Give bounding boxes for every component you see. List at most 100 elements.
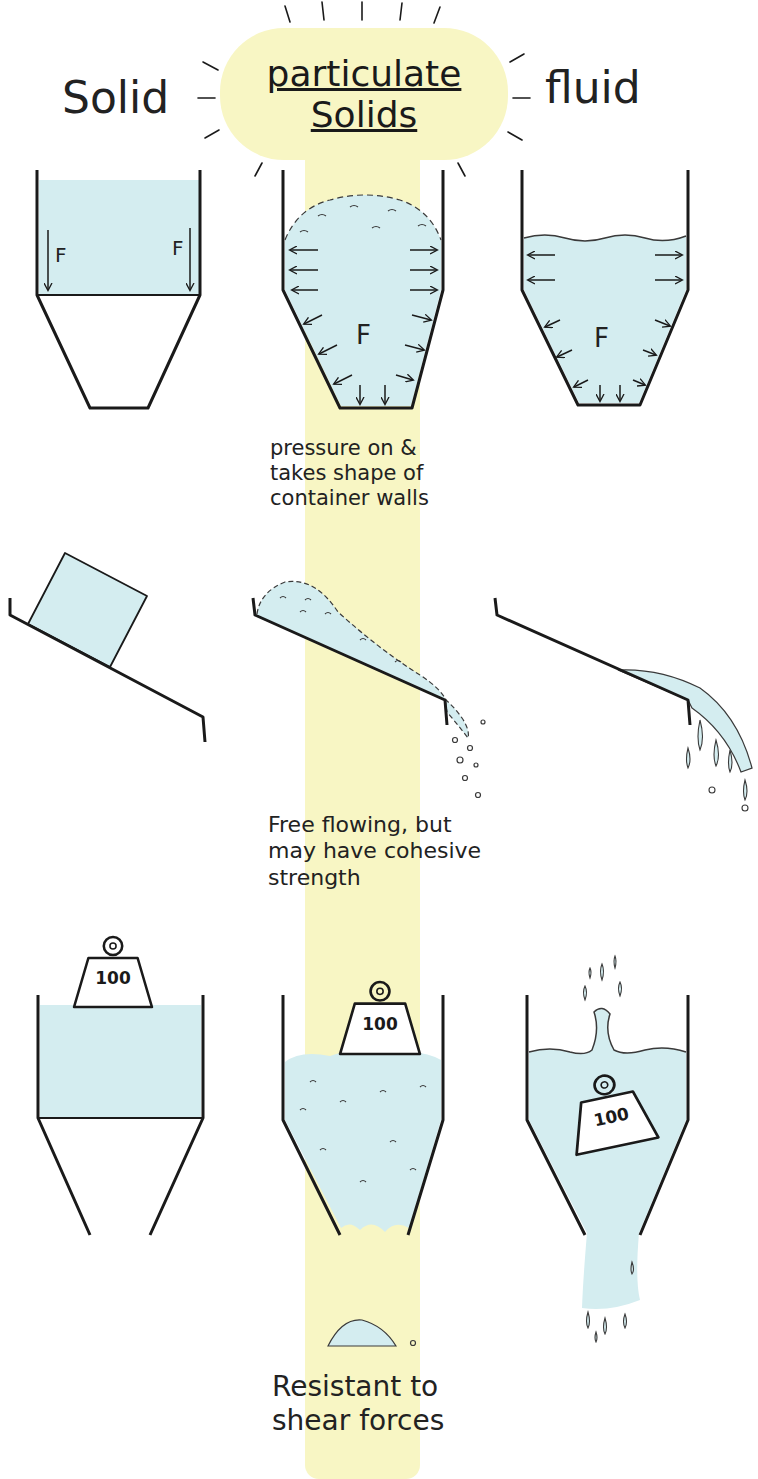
force-arrow [47, 230, 49, 290]
weight-value: 100 [338, 1016, 422, 1033]
powder-speckles [300, 206, 426, 233]
solid-block-hopper [39, 180, 199, 295]
weight-ring [377, 988, 383, 994]
heading-highlight: particulate Solids [220, 28, 508, 160]
force-label: F [55, 243, 67, 267]
property-note: Free flowing, but may have cohesive stre… [268, 812, 493, 891]
property-note: pressure on & takes shape of container w… [270, 436, 475, 512]
column-heading: fluid [545, 62, 641, 115]
force-arrow [48, 228, 190, 290]
pressure-arrow [574, 380, 588, 387]
weight-icon: 100 [338, 979, 422, 1057]
pressure-arrow [410, 249, 437, 251]
weight-icon: 100 [559, 1064, 661, 1159]
powder-on-slope [253, 598, 447, 725]
pressure-arrow [304, 315, 322, 324]
powder-on-slope [468, 746, 473, 751]
pressure-arrow [384, 385, 386, 404]
solid-block-hopper [37, 294, 200, 296]
powder-speckles [318, 215, 326, 217]
highlight-rays [198, 2, 530, 176]
pressure-arrow [528, 255, 682, 401]
force-label: F [594, 323, 609, 354]
pressure-arrow [290, 250, 437, 404]
fluid-hopper [522, 170, 688, 405]
powder-hopper [328, 1320, 396, 1346]
highlight-rays [508, 132, 522, 140]
highlight-rays [458, 163, 465, 176]
column-heading: Solid [62, 72, 169, 125]
fluid-hopper [527, 956, 688, 1342]
pressure-arrow [410, 269, 437, 271]
weight-value: 100 [72, 970, 154, 987]
pressure-arrow [410, 289, 437, 291]
powder-on-slope [280, 597, 401, 663]
pressure-arrow [528, 254, 555, 256]
pressure-arrow [359, 385, 361, 404]
powder-on-slope [457, 757, 463, 763]
highlight-rays [285, 6, 290, 22]
highlight-rays [434, 7, 440, 23]
powder-on-slope [253, 581, 485, 797]
powder-on-slope [453, 738, 458, 743]
highlight-rays [203, 62, 218, 70]
highlight-rays [255, 163, 262, 176]
powder-speckles [350, 206, 358, 208]
solid-block-hopper [38, 995, 203, 1235]
column-heading: particulate Solids [249, 53, 479, 136]
pressure-arrow [655, 279, 682, 281]
powder-speckles [300, 231, 308, 233]
pressure-arrow [405, 345, 424, 350]
pressure-arrow [528, 279, 555, 281]
highlight-rays [322, 2, 324, 20]
fluid-hopper [529, 1008, 686, 1309]
pressure-arrow [412, 315, 431, 320]
property-note: Resistant to shear forces [272, 1370, 462, 1437]
force-label: F [356, 320, 371, 351]
force-arrow [189, 228, 191, 290]
pressure-arrow [292, 289, 318, 291]
powder-speckles [418, 225, 426, 227]
weight-icon: 100 [72, 934, 154, 1010]
pressure-arrow [655, 254, 682, 256]
fluid-hopper [522, 170, 688, 405]
powder-hopper [283, 995, 443, 1346]
weight-ring [104, 937, 122, 955]
solid-block-hopper [40, 1005, 201, 1118]
weight-ring [371, 982, 390, 1000]
powder-on-slope [476, 793, 481, 798]
pressure-arrow [334, 375, 352, 384]
solid-block-hopper [37, 170, 200, 408]
pressure-arrow [545, 320, 560, 327]
solid-block-hopper [37, 170, 200, 408]
powder-on-slope [463, 776, 468, 781]
pressure-arrow [557, 350, 572, 357]
pressure-arrow [319, 345, 337, 354]
pressure-arrow [619, 385, 621, 401]
powder-hopper [285, 195, 441, 406]
fluid-hopper [587, 1262, 634, 1342]
highlight-rays [205, 130, 219, 138]
fluid-on-slope [495, 598, 690, 725]
fluid-hopper [529, 1008, 686, 1053]
solid-block-hopper [38, 1117, 203, 1119]
solid-on-slope [10, 598, 205, 742]
highlight-rays [510, 54, 524, 62]
highlight-rays [400, 3, 402, 20]
solid-on-slope [10, 553, 205, 742]
fluid-hopper [584, 956, 622, 1000]
weight-ring [601, 1081, 609, 1088]
solid-on-slope [28, 553, 147, 667]
powder-on-slope [481, 720, 485, 724]
powder-hopper [283, 995, 443, 1235]
weight-ring [593, 1074, 616, 1096]
powder-hopper [300, 1081, 426, 1183]
fluid-hopper [524, 235, 686, 241]
powder-speckles [388, 210, 396, 212]
fluid-hopper [527, 995, 688, 1235]
fluid-hopper [524, 235, 686, 403]
highlight-rays [198, 97, 215, 99]
weight-ring [110, 943, 116, 949]
